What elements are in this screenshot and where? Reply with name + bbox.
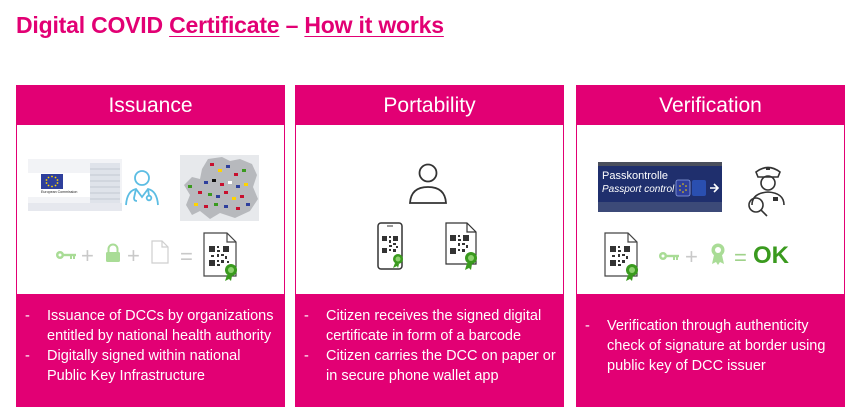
page-title: Digital COVID Certificate – How it works xyxy=(16,12,444,38)
equals-symbol: = xyxy=(734,245,747,270)
key-icon xyxy=(56,251,76,259)
document-icon xyxy=(151,240,169,264)
lock-icon xyxy=(106,243,120,262)
issuance-card: Issuance European Commission xyxy=(16,85,285,407)
portability-card-description: Citizen receives the signed digital cert… xyxy=(296,294,563,406)
europe-map-image xyxy=(180,155,259,221)
plus-symbol: + xyxy=(685,244,698,269)
issuance-card-visuals: European Commission xyxy=(17,125,284,295)
key-icon xyxy=(659,252,679,260)
verification-card-title: Verification xyxy=(577,86,844,125)
portability-card-visuals xyxy=(296,125,563,295)
plus-symbol: + xyxy=(127,243,140,268)
issuance-card-description: Issuance of DCCs by organizations entitl… xyxy=(17,294,284,406)
police-officer-icon xyxy=(748,166,785,217)
verification-card-visuals: Passkontrolle Passport control xyxy=(577,125,844,295)
passport-control-sign-image: Passkontrolle Passport control xyxy=(598,162,722,212)
list-item: Citizen receives the signed digital cert… xyxy=(304,306,557,346)
sign-text-german: Passkontrolle xyxy=(602,170,668,182)
list-item: Verification through authenticity check … xyxy=(585,316,838,376)
portability-card: Portability xyxy=(295,85,564,407)
verification-card: Verification Passkontrolle Passport cont… xyxy=(576,85,845,407)
eu-logo-text: European Commission xyxy=(41,190,77,194)
list-item: Citizen carries the DCC on paper or in s… xyxy=(304,346,557,386)
qr-certificate-icon xyxy=(604,232,638,281)
qr-certificate-icon xyxy=(203,232,237,281)
portability-card-title: Portability xyxy=(296,86,563,125)
ok-label: OK xyxy=(753,242,789,269)
phone-qr-icon xyxy=(377,222,403,270)
issuance-card-title: Issuance xyxy=(17,86,284,125)
list-item: Digitally signed within national Public … xyxy=(25,346,278,386)
seal-icon xyxy=(711,243,725,265)
person-icon xyxy=(409,163,447,204)
equals-symbol: = xyxy=(180,244,193,269)
sign-text-english: Passport control xyxy=(602,184,675,195)
eu-commission-building-image: European Commission xyxy=(28,159,122,211)
verification-card-description: Verification through authenticity check … xyxy=(577,294,844,406)
list-item: Issuance of DCCs by organizations entitl… xyxy=(25,306,278,346)
plus-symbol: + xyxy=(81,243,94,268)
doctor-icon xyxy=(125,170,159,206)
paper-qr-icon xyxy=(445,222,477,270)
